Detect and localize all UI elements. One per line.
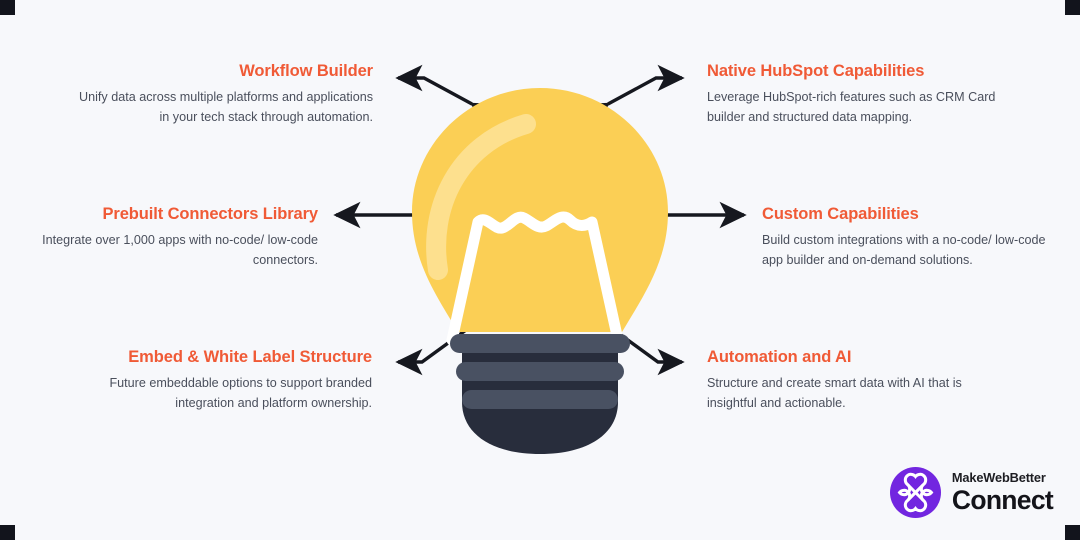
- feature-description: Unify data across multiple platforms and…: [79, 89, 373, 124]
- feature-description: Integrate over 1,000 apps with no-code/ …: [42, 232, 318, 267]
- bulb-glass: [412, 88, 668, 346]
- corner-mark-top-right: [1065, 0, 1080, 15]
- feature-embed-white-label-structure: Embed & White Label Structure Future emb…: [72, 348, 372, 414]
- lightbulb-illustration: [330, 40, 750, 490]
- corner-mark-bottom-right: [1065, 525, 1080, 540]
- feature-custom-capabilities: Custom Capabilities Build custom integra…: [762, 205, 1062, 271]
- connector-arrow-top-right: [580, 64, 685, 128]
- corner-mark-top-left: [0, 0, 15, 15]
- feature-title: Workflow Builder: [239, 62, 373, 80]
- bulb-filament: [446, 211, 624, 346]
- feature-title: Native HubSpot Capabilities: [707, 62, 925, 80]
- feature-title: Automation and AI: [707, 348, 852, 366]
- corner-mark-bottom-left: [0, 525, 15, 540]
- bulb-base: [450, 334, 630, 454]
- connector-arrow-top-left: [395, 64, 500, 128]
- feature-automation-and-ai: Automation and AI Structure and create s…: [707, 348, 1007, 414]
- feature-title: Custom Capabilities: [762, 205, 919, 223]
- makewebbetter-knot-icon: [889, 467, 941, 518]
- bulb-base-band-bottom: [462, 390, 618, 409]
- bulb-base-band-middle: [456, 362, 624, 381]
- feature-prebuilt-connectors-library: Prebuilt Connectors Library Integrate ov…: [18, 205, 318, 271]
- feature-workflow-builder: Workflow Builder Unify data across multi…: [73, 62, 373, 128]
- feature-description: Build custom integrations with a no-code…: [762, 232, 1046, 267]
- feature-description: Structure and create smart data with AI …: [707, 375, 962, 410]
- feature-description: Leverage HubSpot-rich features such as C…: [707, 89, 996, 124]
- feature-title: Embed & White Label Structure: [128, 348, 372, 366]
- brand-wordmark: MakeWebBetter Connect: [951, 469, 1054, 515]
- feature-description: Future embeddable options to support bra…: [109, 375, 372, 410]
- brand-name-primary: MakeWebBetter: [951, 469, 1046, 485]
- feature-title: Prebuilt Connectors Library: [102, 205, 318, 223]
- brand-name-product: Connect: [951, 484, 1054, 515]
- bulb-base-band-top: [450, 334, 630, 353]
- feature-native-hubspot-capabilities: Native HubSpot Capabilities Leverage Hub…: [707, 62, 1007, 128]
- brand-logo: MakeWebBetter Connect: [889, 467, 1054, 518]
